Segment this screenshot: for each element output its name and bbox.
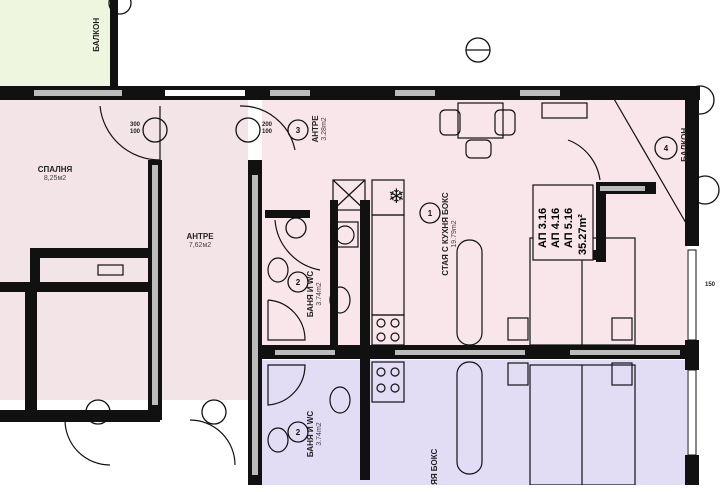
window-right [687,249,697,341]
room-label-studio: СТАЯ С КУХНЯ БОКС 19.79m2 [441,184,459,284]
apartment-tag-line-1: АП 3.16 [537,207,549,248]
window [165,90,245,96]
room-number-4: 4 [664,144,669,153]
lower-studio-fill [262,360,687,485]
window-mark: 150 [705,282,715,289]
door-mark-height: 300 [130,122,141,128]
room-number-1: 1 [428,209,433,218]
room-name: БАНЯ И WC [306,270,316,318]
room-name: СТАЯ С КУХНЯ БОКС [441,192,451,276]
snowflake-icon: ❄ [388,186,405,208]
dining-table [457,102,504,139]
door-swings [64,91,691,466]
room-number-3: 3 [296,126,301,135]
balcony-top-fill [0,0,115,86]
room-label-hall-left: АНТРЕ 7,62м2 [170,232,230,250]
room-area: 3.28m2 [320,117,328,141]
room-name: БАЛКОН [680,127,690,162]
room-number-2-lower: 2 [296,428,301,437]
shaft [332,179,366,211]
door-mark-width: 100 [130,129,141,136]
room-name: СПАЛНЯ [37,165,73,174]
apartment-tag-line-2: АП 4.16 [550,207,562,248]
room-name: АНТРЕ [311,115,321,143]
door-mark-width: 100 [262,129,273,136]
stove [371,314,405,346]
room-name: БАЛКОН [92,17,102,52]
furniture [97,102,636,485]
wall-windows [34,90,680,475]
section-markers [85,0,720,443]
room-label-balcony: БАЛКОН [680,120,690,170]
room-name: АНТРЕ [186,232,214,241]
room-numbers: 3 1 2 4 2 [296,126,669,437]
tv-unit [541,102,588,119]
sink [267,257,289,283]
room-label-studio-lower: ЯЯ БОКС [430,442,440,492]
window-mark-value: 150 [705,282,716,288]
room-area: 3.74m2 [315,282,323,306]
room-area: 8,25м2 [43,174,67,182]
door-mark-height: 200 [262,122,273,128]
room-area: 7,62м2 [188,241,212,249]
room-label-balcony-top: БАЛКОН [92,10,102,60]
shower [267,299,306,341]
apartment-tag-area: 35.27m² [577,214,589,255]
room-area: 3.74m2 [315,422,323,446]
apartment-tag-line-3: АП 5.16 [563,207,575,248]
room-label-bath: БАНЯ И WC 3.74m2 [306,264,324,324]
room-label-bath-lower: БАНЯ И WC 3.74m2 [306,404,324,464]
room-area: 19.79m2 [450,220,458,248]
room-name: БАНЯ И WC [306,410,316,458]
window-right-lower [687,369,697,456]
room-label-bedroom: СПАЛНЯ 8,25м2 [25,165,85,183]
toilet [329,286,351,314]
washer [332,221,359,248]
room-label-hall: АНТРЕ 3.28m2 [311,99,329,159]
room-number-2: 2 [296,278,301,287]
table-long [456,239,483,346]
room-name: ЯЯ БОКС [430,448,440,485]
